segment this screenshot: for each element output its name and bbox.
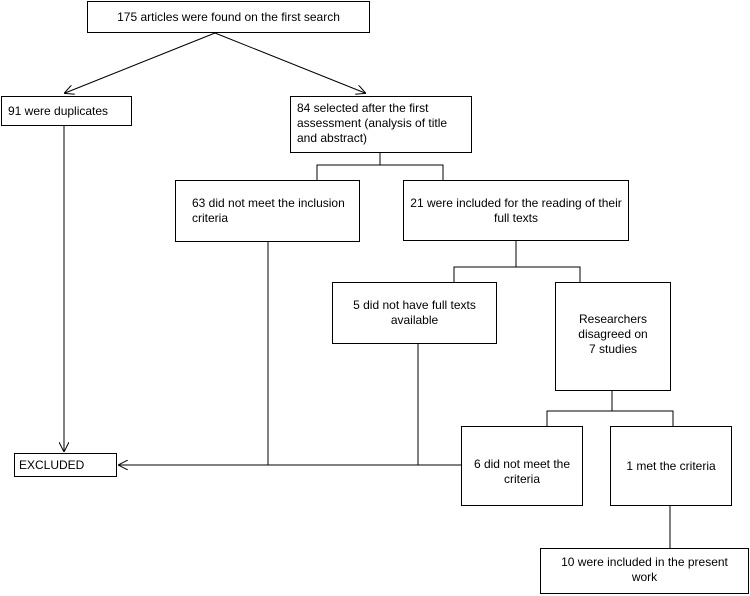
- node-duplicates: 91 were duplicates: [1, 96, 132, 126]
- arrow-to-selected: [214, 32, 365, 93]
- arrow-to-duplicates: [65, 32, 216, 93]
- node-excluded: EXCLUDED: [14, 453, 117, 477]
- node-selected: 84 selected after the first assessment (…: [290, 96, 472, 153]
- bracket-selected: [316, 164, 444, 180]
- node-first-search: 175 articles were found on the first sea…: [87, 1, 370, 33]
- node-did-not-meet: 6 did not meet the criteria: [461, 426, 583, 506]
- node-met-criteria: 1 met the criteria: [610, 426, 732, 506]
- node-full-texts-read: 21 were included for the reading of thei…: [403, 180, 629, 241]
- node-disagreed: Researchers disagreed on 7 studies: [555, 282, 671, 391]
- node-no-full-texts: 5 did not have full texts available: [332, 282, 497, 344]
- bracket-full-texts: [453, 266, 581, 282]
- node-not-inclusion: 63 did not meet the inclusion criteria: [175, 180, 360, 242]
- node-included-present: 10 were included in the present work: [540, 548, 749, 594]
- bracket-disagreed: [546, 410, 674, 426]
